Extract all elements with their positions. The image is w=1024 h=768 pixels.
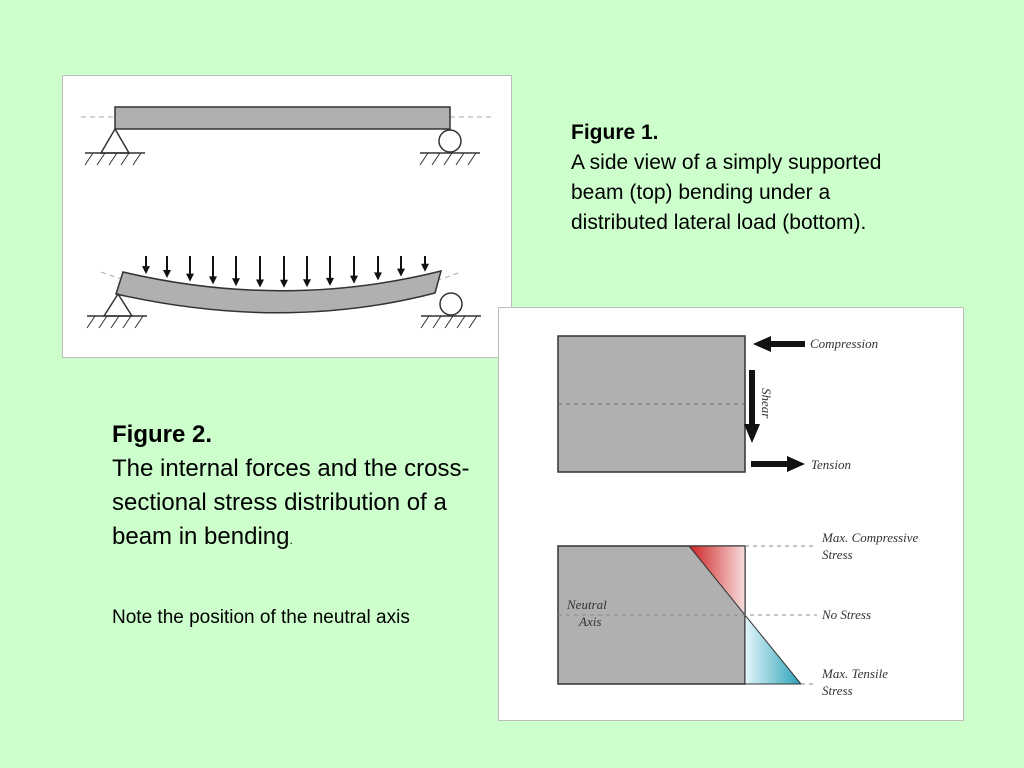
- figure1-title: Figure 1.: [571, 121, 659, 144]
- max-compressive-label-1: Max. Compressive: [821, 530, 919, 545]
- bent-beam: [115, 269, 443, 314]
- compressive-stress-wedge: [687, 545, 746, 617]
- figure2-trailing: .: [289, 533, 293, 547]
- compression-label: Compression: [810, 336, 878, 351]
- bottom-pin-support: [86, 292, 147, 329]
- max-tensile-label-1: Max. Tensile: [821, 666, 888, 681]
- beam-diagram: [81, 106, 493, 329]
- load-arrow-head: [232, 278, 240, 287]
- load-arrow-head: [397, 268, 405, 277]
- bottom-roller-support: [420, 292, 481, 329]
- no-stress-label: No Stress: [821, 607, 871, 622]
- shear-arrow: [744, 370, 760, 443]
- neutral-axis-note: Note the position of the neutral axis: [112, 607, 410, 628]
- figure1-text: A side view of a simply supported beam (…: [571, 151, 882, 234]
- tension-arrow: [751, 456, 805, 472]
- top-beam: [114, 106, 451, 130]
- figure1-caption: Figure 1. A side view of a simply suppor…: [571, 118, 901, 238]
- top-pin-support: [84, 127, 145, 166]
- shear-label: Shear: [759, 388, 774, 419]
- axis-label: Axis: [578, 614, 601, 629]
- max-compressive-label-2: Stress: [822, 547, 853, 562]
- max-tensile-label-2: Stress: [822, 683, 853, 698]
- load-arrow-head: [326, 277, 334, 286]
- tension-label: Tension: [811, 457, 851, 472]
- neutral-label: Neutral: [566, 597, 607, 612]
- tensile-stress-wedge: [744, 613, 803, 685]
- compression-arrow: [753, 336, 805, 352]
- figure2-title: Figure 2.: [112, 421, 213, 448]
- figure2-panel: Compression Shear Tension Max. Compressi…: [498, 307, 964, 721]
- figure2-text-wrapper: The internal forces and the cross-sectio…: [112, 452, 482, 557]
- load-arrow-head: [256, 279, 264, 288]
- load-arrow-head: [350, 275, 358, 284]
- load-arrow-head: [186, 273, 194, 282]
- load-arrow-head: [163, 270, 171, 279]
- load-arrow-head: [209, 276, 217, 285]
- distributed-load-arrows: [142, 256, 429, 288]
- stress-diagram: Compression Shear Tension Max. Compressi…: [557, 335, 919, 698]
- load-arrow-head: [142, 266, 150, 275]
- top-roller-support: [419, 129, 480, 166]
- figure2-text: The internal forces and the cross-sectio…: [112, 455, 470, 550]
- load-arrow-head: [280, 279, 288, 288]
- load-arrow-head: [421, 263, 429, 272]
- beam-section-forces: [557, 335, 746, 473]
- load-arrow-head: [374, 272, 382, 281]
- figure1-panel: [62, 75, 512, 358]
- load-arrow-head: [303, 279, 311, 288]
- figure2-caption: Figure 2. The internal forces and the cr…: [112, 418, 482, 557]
